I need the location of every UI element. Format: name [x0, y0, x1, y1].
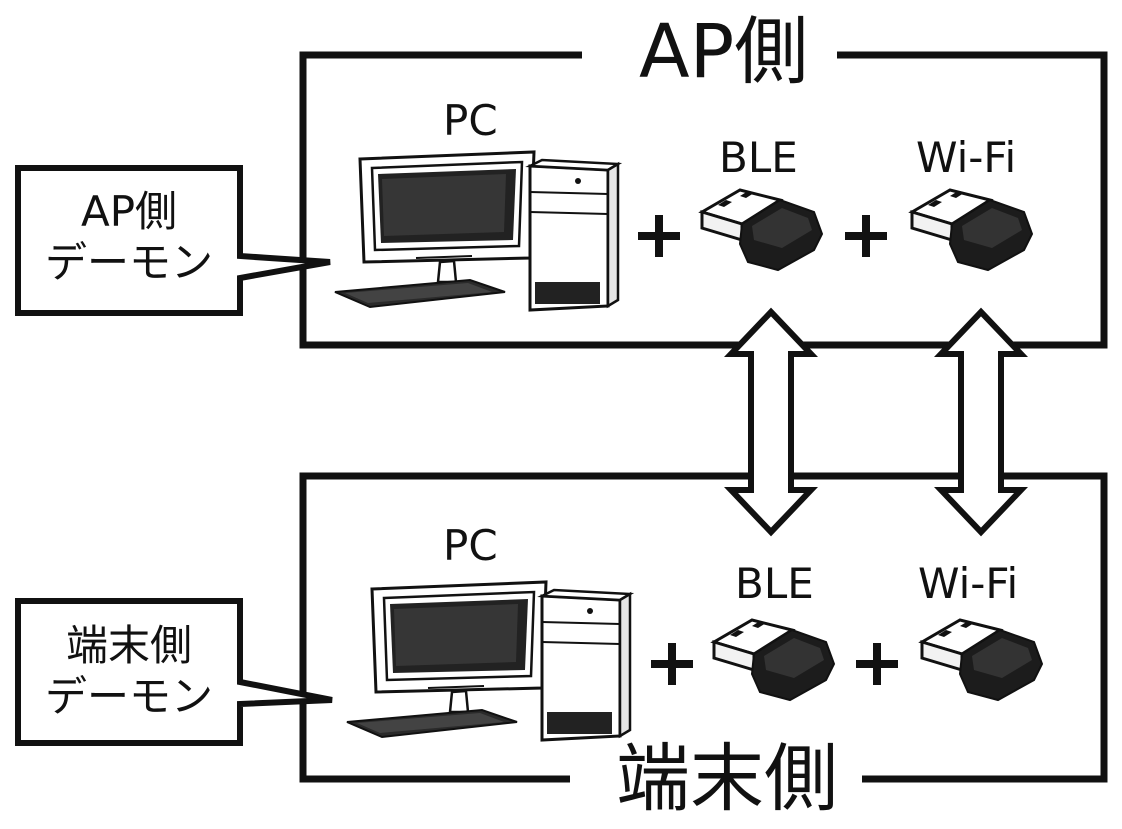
- ble-double-arrow-icon: [731, 312, 811, 532]
- terminal-plus-icon-1: [651, 643, 693, 685]
- terminal-ble-dongle-icon: [712, 618, 836, 702]
- terminal-section-title: 端末側: [596, 742, 858, 816]
- wifi-double-arrow-icon: [941, 312, 1021, 532]
- terminal-pc-label: PC: [443, 521, 498, 570]
- terminal-callout-line2: デーモン: [44, 672, 213, 722]
- ap-wifi-label: Wi-Fi: [916, 133, 1017, 182]
- ap-pc-label: PC: [443, 96, 498, 145]
- terminal-wifi-dongle-icon: [920, 618, 1044, 702]
- terminal-wifi-label: Wi-Fi: [918, 559, 1019, 608]
- ap-ble-label: BLE: [719, 133, 798, 182]
- ap-plus-icon-1: [638, 215, 680, 257]
- terminal-section-frame: [299, 472, 1108, 783]
- ap-wifi-dongle-icon: [910, 188, 1034, 272]
- terminal-plus-icon-2: [856, 643, 898, 685]
- ap-callout-line2: デーモン: [44, 238, 213, 288]
- ap-section-frame: [299, 51, 1108, 349]
- ap-callout-text: AP側 デーモン: [21, 186, 237, 288]
- terminal-callout-shape: [15, 598, 333, 746]
- ap-ble-dongle-icon: [700, 188, 824, 272]
- ap-callout-shape: [15, 165, 331, 316]
- ap-section-title: AP側: [619, 15, 829, 89]
- ap-callout-line1: AP側: [80, 187, 178, 236]
- ap-desktop-pc-icon: [333, 150, 620, 312]
- ap-plus-icon-2: [845, 215, 887, 257]
- terminal-callout-text: 端末側 デーモン: [21, 620, 237, 722]
- terminal-ble-label: BLE: [735, 559, 814, 608]
- terminal-desktop-pc-icon: [345, 580, 632, 742]
- terminal-callout-line1: 端末側: [65, 621, 192, 670]
